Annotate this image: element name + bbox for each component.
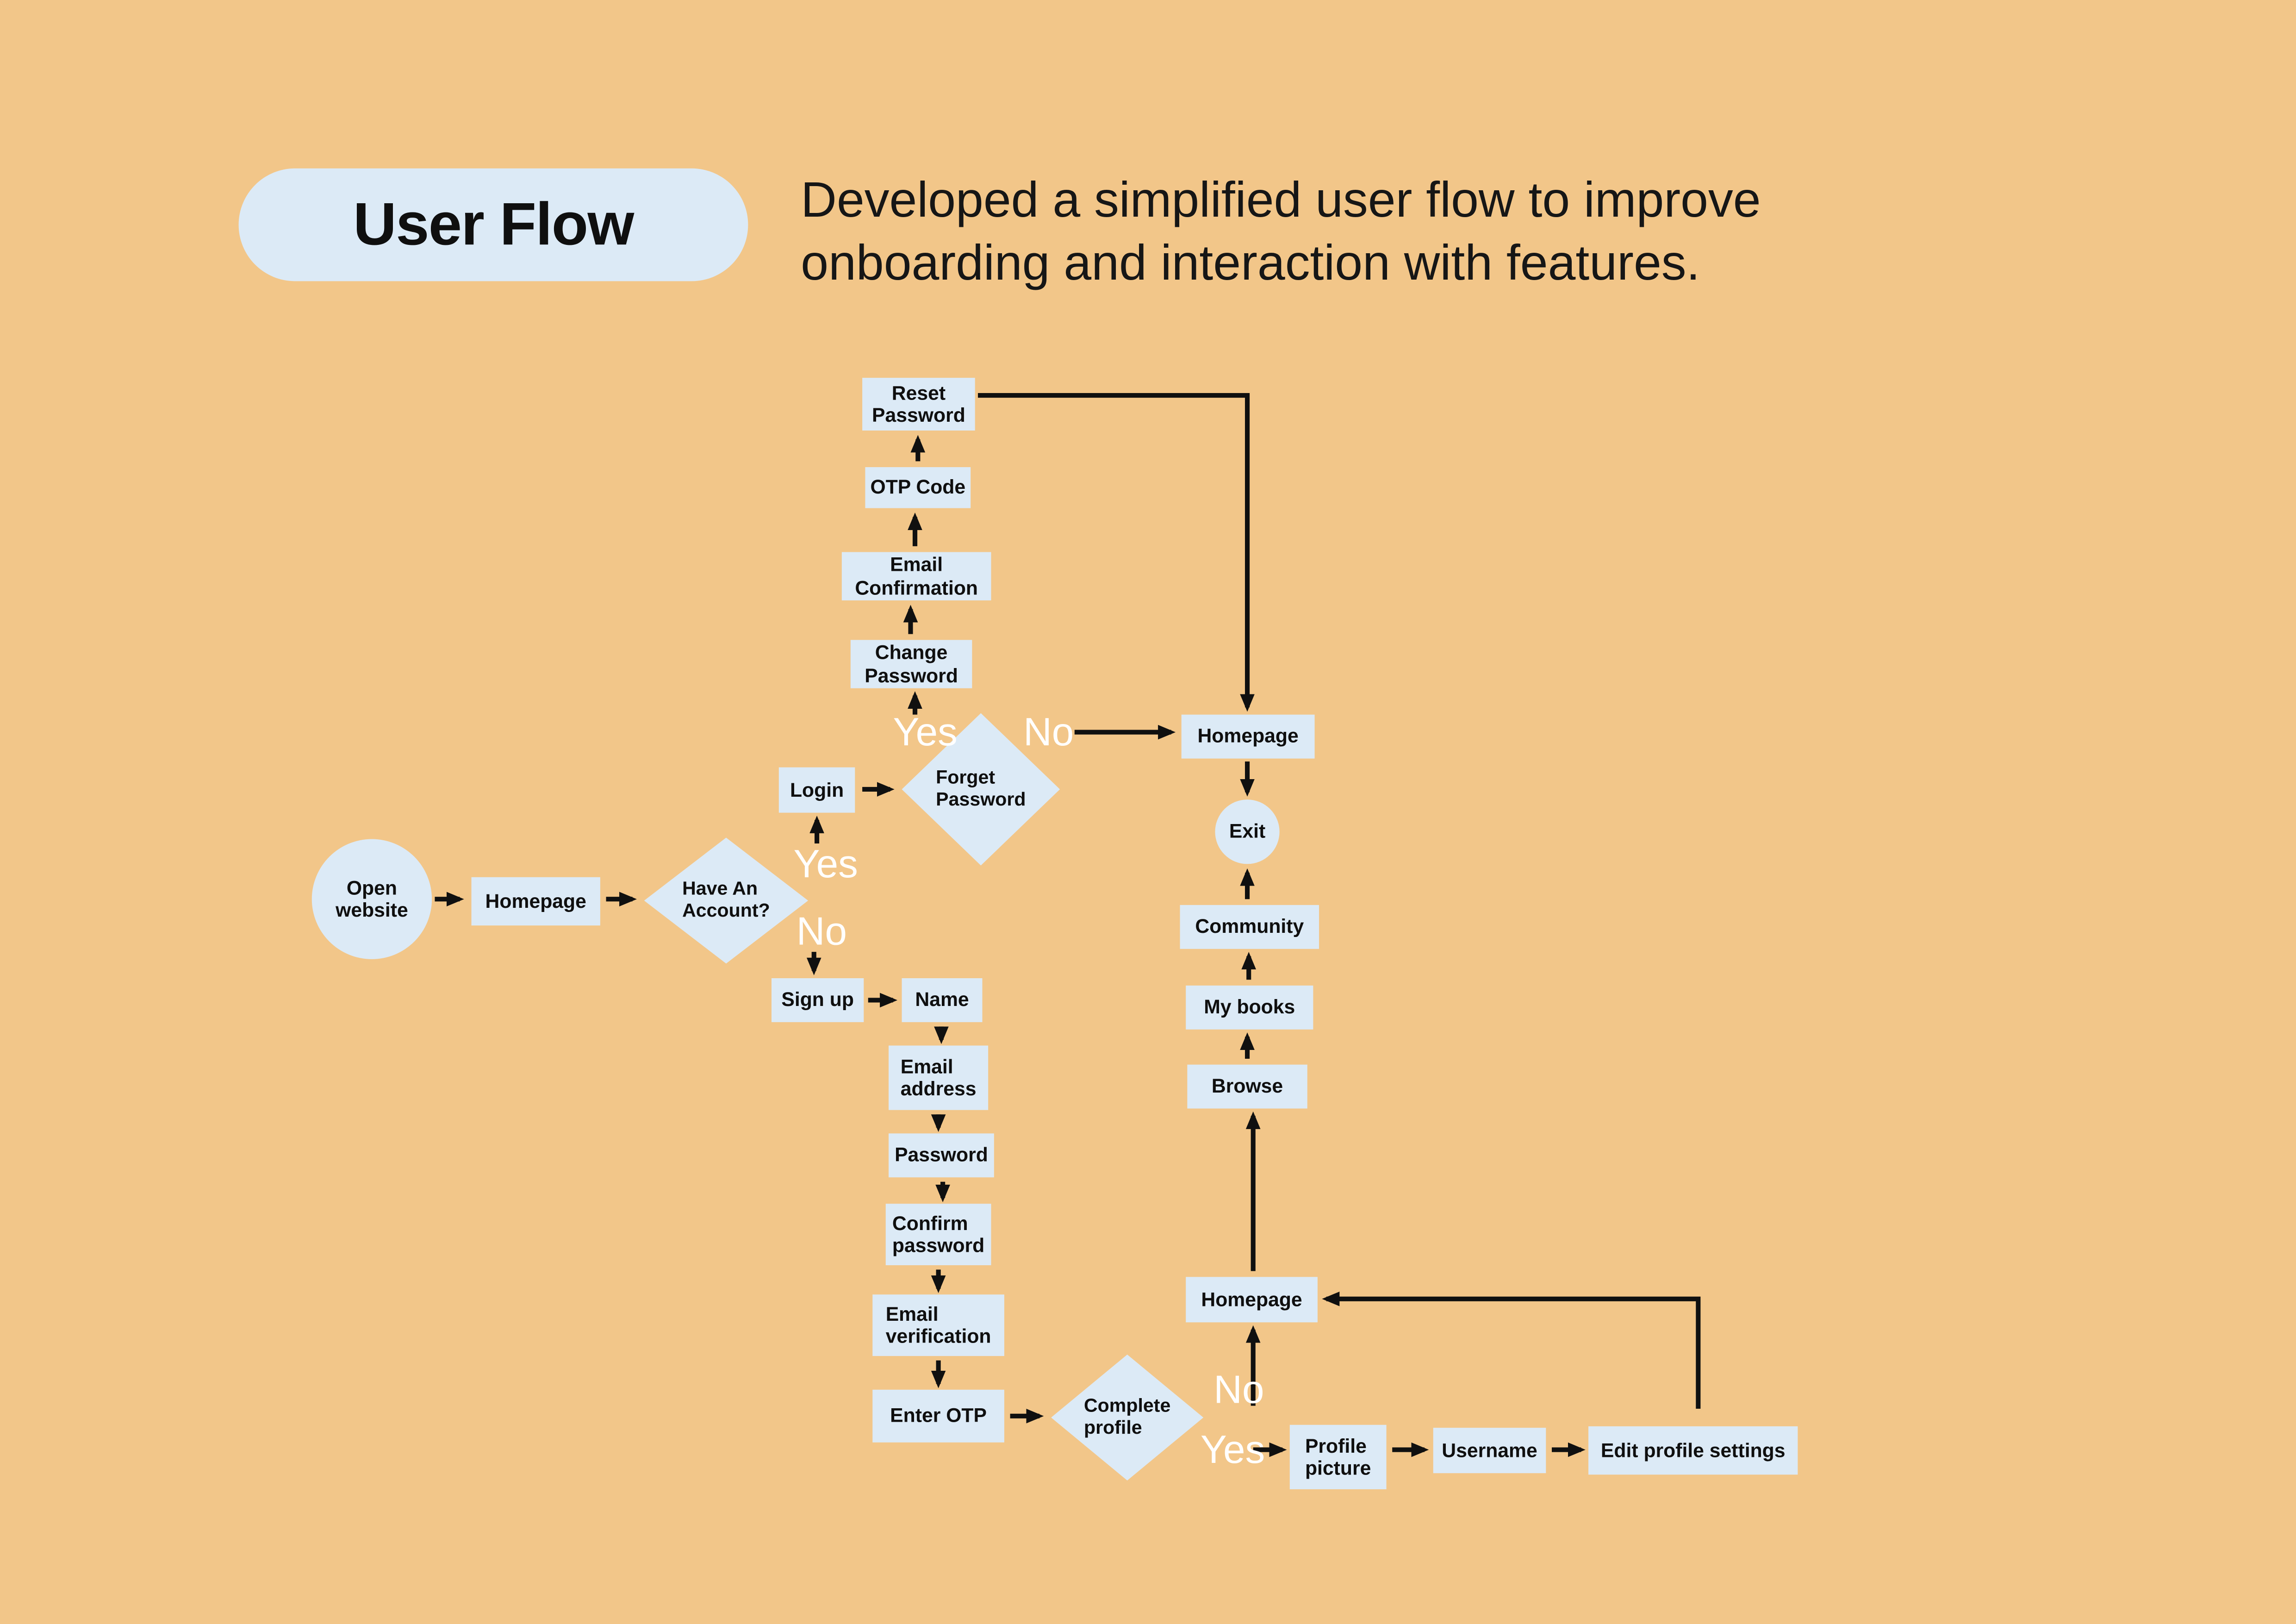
connector-edit-to-homepage — [1322, 1291, 1701, 1409]
node-homepage-start: Homepage — [471, 877, 600, 926]
node-email-confirmation: Email Confirmation — [841, 552, 991, 600]
node-email-address: Email address — [889, 1045, 989, 1110]
connector-reset-to-homepage — [978, 393, 1255, 712]
node-my-books: My books — [1186, 985, 1313, 1030]
node-name: Name — [902, 978, 983, 1022]
node-edit-profile-settings: Edit profile settings — [1588, 1426, 1798, 1475]
page-title: User Flow — [353, 190, 634, 258]
node-exit: Exit — [1215, 800, 1280, 864]
node-reset-password: Reset Password — [862, 378, 975, 431]
node-otp-code: OTP Code — [865, 467, 971, 508]
label-yes-forget-password: Yes — [893, 710, 958, 755]
node-password: Password — [889, 1133, 994, 1178]
node-open-website: Open website — [311, 839, 432, 959]
node-sign-up: Sign up — [772, 978, 864, 1022]
label-yes-have-account: Yes — [793, 842, 858, 886]
label-no-have-account: No — [796, 909, 847, 954]
node-enter-otp: Enter OTP — [872, 1389, 1004, 1443]
node-email-verification: Email verification — [872, 1294, 1004, 1356]
label-yes-complete-profile: Yes — [1200, 1428, 1265, 1472]
page-subtitle: Developed a simplified user flow to impr… — [801, 173, 1761, 292]
label-no-complete-profile: No — [1213, 1368, 1264, 1412]
node-username: Username — [1433, 1428, 1546, 1474]
node-homepage-main: Homepage — [1181, 714, 1315, 759]
node-browse: Browse — [1187, 1064, 1307, 1109]
node-community: Community — [1180, 905, 1319, 949]
title-pill: User Flow — [238, 168, 748, 281]
node-confirm-password: Confirm password — [885, 1204, 991, 1266]
node-login: Login — [778, 767, 855, 813]
node-homepage-profile: Homepage — [1186, 1277, 1318, 1323]
node-profile-picture: Profile picture — [1289, 1424, 1387, 1489]
label-no-forget-password: No — [1023, 710, 1074, 755]
node-change-password: Change Password — [850, 640, 972, 688]
